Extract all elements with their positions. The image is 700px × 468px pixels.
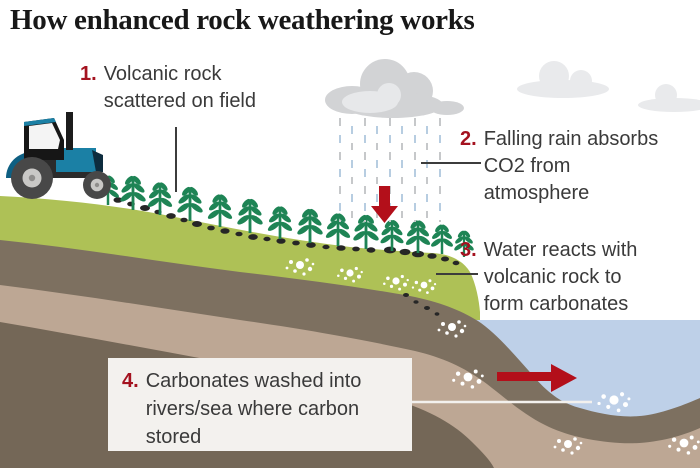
plant-icon	[118, 174, 148, 210]
plant-icon	[295, 207, 325, 243]
plant-icon	[266, 205, 294, 239]
step1-number: 1.	[80, 63, 97, 85]
annotation-step3: 3. Water reacts with volcanic rock to fo…	[460, 237, 637, 318]
step4-number: 4.	[122, 370, 139, 392]
arrow-down-icon	[371, 186, 398, 223]
rain-cloud-highlight	[342, 83, 401, 113]
cloud-icon	[517, 61, 700, 112]
arrow-right-icon	[497, 364, 577, 392]
plant-icon	[379, 218, 405, 251]
plant-icon	[206, 193, 234, 227]
step4-text: Carbonates washed into rivers/sea where …	[145, 370, 362, 448]
step3-text: Water reacts with volcanic rock to form …	[483, 239, 638, 315]
plant-icon	[235, 197, 265, 233]
tractor-icon	[6, 112, 111, 199]
annotation-step2: 2. Falling rain absorbs CO2 from atmosph…	[460, 126, 658, 207]
step4-callout-box: 4. Carbonates washed into rivers/sea whe…	[108, 358, 412, 451]
annotation-step4: 4. Carbonates washed into rivers/sea whe…	[122, 367, 361, 451]
annotation-step1: 1. Volcanic rock scattered on field	[80, 61, 256, 115]
step3-number: 3.	[460, 239, 477, 261]
plant-icon	[146, 181, 174, 215]
step1-text: Volcanic rock scattered on field	[103, 63, 257, 112]
step2-number: 2.	[460, 128, 477, 150]
step2-text: Falling rain absorbs CO2 from atmosphere	[483, 128, 659, 204]
plant-icon	[404, 219, 432, 253]
page-title: How enhanced rock weathering works	[10, 4, 475, 36]
plant-icon	[175, 185, 205, 221]
rain-icon	[336, 116, 448, 222]
plant-icon	[429, 223, 455, 254]
